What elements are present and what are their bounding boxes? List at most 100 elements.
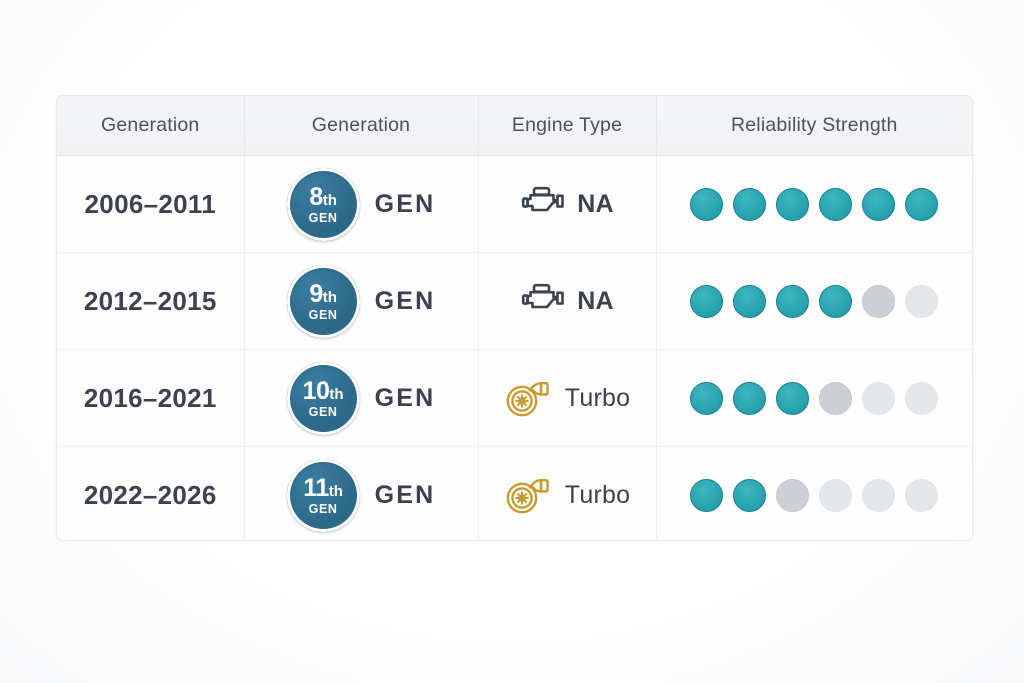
generation-years-cell: 2022–2026 [57, 446, 244, 540]
turbocharger-icon [506, 381, 549, 417]
generation-label: GEN [374, 189, 436, 218]
reliability-dot-empty [905, 284, 939, 318]
engine-type-group: NA [479, 283, 656, 319]
header-reliability-strength[interactable]: Reliability Strength [655, 96, 972, 156]
badge-number: 11th [303, 476, 343, 501]
reliability-dot-group [657, 187, 973, 221]
badge-number: 10th [303, 379, 344, 404]
engine-type-group: Turbo [479, 378, 656, 418]
check-engine-icon [522, 186, 565, 212]
header-engine-type[interactable]: Engine Type [477, 96, 656, 156]
reliability-dot-empty [862, 478, 896, 512]
reliability-dot-empty [905, 381, 939, 415]
badge-ordinal-text: th [322, 289, 337, 307]
generation-years-text: 2022–2026 [83, 479, 217, 510]
generation-label: GEN [374, 383, 436, 412]
generation-years-text: 2012–2015 [83, 285, 217, 316]
badge-sub-label: GEN [308, 308, 338, 323]
reliability-dot-filled [862, 187, 896, 221]
check-engine-icon [522, 283, 565, 309]
reliability-dot-filled [733, 284, 767, 318]
reliability-dot-filled [819, 187, 853, 221]
reliability-dot-filled [776, 284, 810, 318]
reliability-dot-empty [819, 478, 853, 512]
reliability-strength-cell [655, 349, 973, 447]
reliability-dot-filled [690, 187, 724, 221]
reliability-dot-filled [690, 478, 724, 512]
header-generation-badge[interactable]: Generation [243, 96, 478, 156]
reliability-dot-group [657, 381, 973, 415]
reliability-dot-filled [905, 187, 939, 221]
reliability-dot-filled [819, 284, 853, 318]
reliability-strength-cell [655, 252, 973, 350]
engine-type-label: Turbo [564, 383, 631, 412]
badge-number-text: 10 [302, 377, 330, 406]
badge-ordinal-text: th [328, 483, 343, 501]
generation-years-text: 2006–2011 [84, 188, 216, 219]
reliability-dot-filled [733, 187, 767, 221]
badge-sub-label: GEN [308, 405, 338, 420]
generations-table-card: Generation Generation Engine Type Reliab… [56, 95, 973, 541]
reliability-dot-group [657, 478, 973, 512]
engine-type-group: NA [479, 186, 656, 222]
engine-type-cell: NA [477, 155, 656, 253]
generation-label: GEN [374, 480, 436, 509]
engine-type-label: NA [577, 286, 614, 315]
reliability-dot-filled [776, 381, 810, 415]
badge-sub-label: GEN [308, 211, 338, 226]
engine-type-cell: Turbo [477, 446, 656, 540]
badge-ordinal-text: th [329, 386, 344, 404]
reliability-strength-cell [655, 446, 973, 540]
table-header-row: Generation Generation Engine Type Reliab… [57, 96, 972, 156]
engine-type-cell: NA [477, 252, 656, 350]
reliability-dot-empty [819, 381, 853, 415]
generation-label: GEN [374, 286, 436, 315]
reliability-dot-filled [733, 478, 767, 512]
badge-number: 9th [309, 282, 337, 307]
badge-ordinal-text: th [322, 192, 337, 210]
engine-type-label: NA [577, 189, 614, 218]
reliability-dot-filled [776, 187, 810, 221]
reliability-dot-filled [733, 381, 767, 415]
reliability-strength-cell [655, 155, 973, 253]
table-header: Generation Generation Engine Type Reliab… [57, 96, 972, 156]
reliability-dot-empty [862, 284, 896, 318]
engine-type-group: Turbo [479, 475, 656, 515]
header-generation-years[interactable]: Generation [57, 96, 244, 156]
badge-number: 8th [309, 185, 337, 210]
generation-years-cell: 2006–2011 [57, 155, 244, 253]
reliability-dot-empty [862, 381, 896, 415]
engine-type-label: Turbo [564, 480, 631, 509]
turbocharger-icon [506, 478, 549, 514]
reliability-dot-group [657, 284, 973, 318]
generations-table: Generation Generation Engine Type Reliab… [57, 96, 973, 540]
generation-years-cell: 2016–2021 [57, 349, 244, 447]
reliability-dot-filled [690, 284, 724, 318]
engine-type-cell: Turbo [477, 349, 656, 447]
badge-number-text: 11 [303, 474, 329, 503]
reliability-dot-empty [776, 478, 810, 512]
generation-years-text: 2016–2021 [83, 382, 217, 413]
badge-sub-label: GEN [308, 502, 338, 517]
badge-number-text: 8 [309, 183, 323, 212]
badge-number-text: 9 [309, 280, 323, 309]
reliability-dot-filled [690, 381, 724, 415]
generation-years-cell: 2012–2015 [57, 252, 244, 350]
